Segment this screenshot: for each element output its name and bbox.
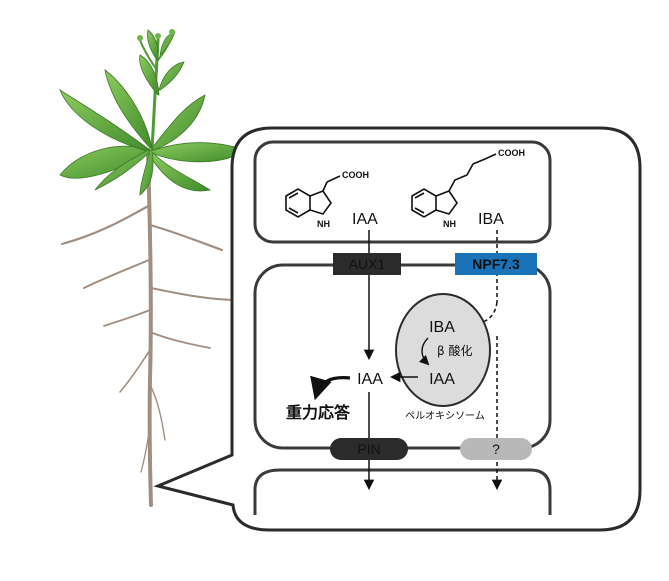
iaa-molecule-name: IAA bbox=[352, 211, 378, 228]
leaves bbox=[59, 29, 246, 196]
iba-molecule bbox=[411, 153, 497, 218]
root-system bbox=[60, 148, 239, 507]
pin-label: PIN bbox=[357, 441, 380, 457]
peroxisome-iaa-label: IAA bbox=[429, 371, 455, 388]
peroxisome bbox=[395, 293, 491, 407]
cytosolic-iaa-label: IAA bbox=[357, 371, 383, 388]
unknown-transporter-label: ? bbox=[492, 441, 500, 457]
iba-cooh-group: COOH bbox=[498, 148, 525, 158]
pin-transporter: PIN bbox=[330, 438, 408, 460]
iaa-cooh-group: COOH bbox=[342, 170, 369, 180]
aux1-label: AUX1 bbox=[349, 256, 386, 272]
unknown-transporter: ? bbox=[460, 438, 532, 460]
lower-cell bbox=[253, 468, 552, 515]
upper-cell bbox=[253, 140, 552, 244]
npf73-transporter: NPF7.3 bbox=[455, 253, 537, 275]
flower-buds bbox=[137, 29, 175, 41]
beta-oxidation-label: β 酸化 bbox=[437, 343, 472, 358]
aux1-transporter: AUX1 bbox=[333, 253, 401, 275]
iba-nh-label: NH bbox=[443, 219, 456, 229]
gravitropism-arrow bbox=[310, 375, 351, 401]
beta-oxidation-arrow bbox=[418, 337, 430, 366]
peroxisome-name-label: ペルオキシソーム bbox=[405, 410, 485, 422]
iaa-nh-label: NH bbox=[317, 219, 330, 229]
iba-molecule-name: IBA bbox=[478, 211, 504, 228]
gravitropism-label: 重力応答 bbox=[286, 403, 351, 422]
plant-illustration bbox=[59, 29, 246, 507]
npf73-label: NPF7.3 bbox=[472, 256, 520, 272]
iaa-molecule bbox=[285, 175, 341, 218]
peroxisome-iba-label: IBA bbox=[429, 319, 455, 336]
